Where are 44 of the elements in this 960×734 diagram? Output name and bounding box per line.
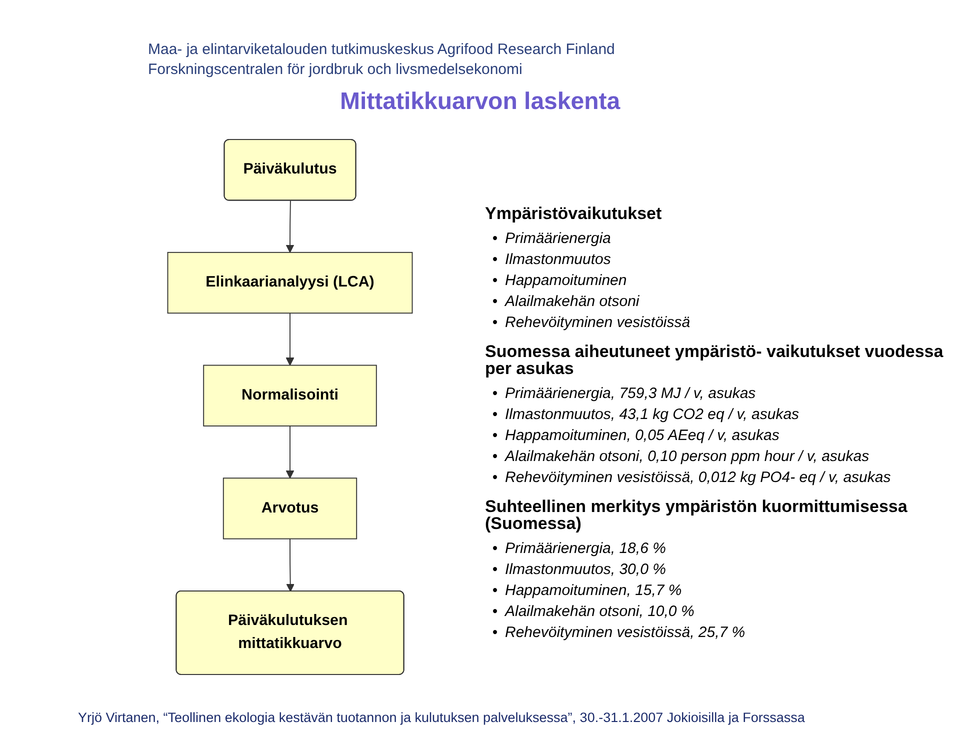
bullet-marker: • [491,250,499,270]
section-heading: Suomessa aiheutuneet ympäristö- vaikutukset vuodessa per asukas [485,343,944,377]
bullet-marker: • [491,426,499,446]
bullet-marker: • [491,539,499,559]
list-item: Ilmastonmuutos, 30,0 % [505,560,666,580]
list-item: Alailmakehän otsoni, 10,0 % [505,602,694,622]
list-item: Ilmastonmuutos [505,250,611,270]
bullet-marker: • [491,623,499,643]
list-item: Rehevöityminen vesistöissä, 25,7 % [505,623,746,643]
section-heading: Ympäristövaikutukset [485,205,662,222]
slide-title: Mittatikkuarvon laskenta [340,88,620,116]
bullet-marker: • [491,602,499,622]
bullet-marker: • [491,581,499,601]
node-box: Elinkaarianalyysi (LCA) [167,252,413,314]
bullet-marker: • [491,313,499,333]
arrow [286,200,294,253]
list-item: Primäärienergia [505,229,611,249]
bullet-marker: • [491,447,499,467]
arrow [286,312,294,366]
header-text: Forskningscentralen för jordbruk och livsmedelsekonomi [148,60,522,80]
bullet-marker: • [491,292,499,312]
footer-text: Yrjö Virtanen, “Teollinen ekologia kestävän tuotannon ja kulutuksen palveluksessa”, 30.-31.1.2007 Jokioisilla ja Forssassa [78,710,805,725]
list-item: Primäärienergia, 759,3 MJ / v, asukas [505,384,756,404]
section-heading: Suhteellinen merkitys ympäristön kuormittumisessa (Suomessa) [485,498,908,532]
list-item: Ilmastonmuutos, 43,1 kg CO2 eq / v, asukas [505,405,800,425]
bullet-marker: • [491,405,499,425]
arrow [286,425,294,478]
bullet-marker: • [491,468,499,488]
list-item: Happamoituminen, 0,05 AEeq / v, asukas [505,426,780,446]
arrow [286,538,294,592]
bullet-marker: • [491,560,499,580]
bullet-marker: • [491,271,499,291]
list-item: Happamoituminen [505,271,627,291]
bullet-marker: • [491,384,499,404]
list-item: Rehevöityminen vesistöissä, 0,012 kg PO4- eq / v, asukas [505,468,891,488]
list-item: Alailmakehän otsoni, 0,10 person ppm hour / v, asukas [505,447,870,467]
bullet-marker: • [491,229,499,249]
list-item: Rehevöityminen vesistöissä [505,313,690,333]
header-text: Maa- ja elintarviketalouden tutkimuskeskus Agrifood Research Finland [148,40,615,60]
list-item: Happamoituminen, 15,7 % [505,581,682,601]
list-item: Alailmakehän otsoni [505,292,640,312]
list-item: Primäärienergia, 18,6 % [505,539,666,559]
node-box: Normalisointi [203,364,377,426]
node-box: Arvotus [222,478,358,540]
